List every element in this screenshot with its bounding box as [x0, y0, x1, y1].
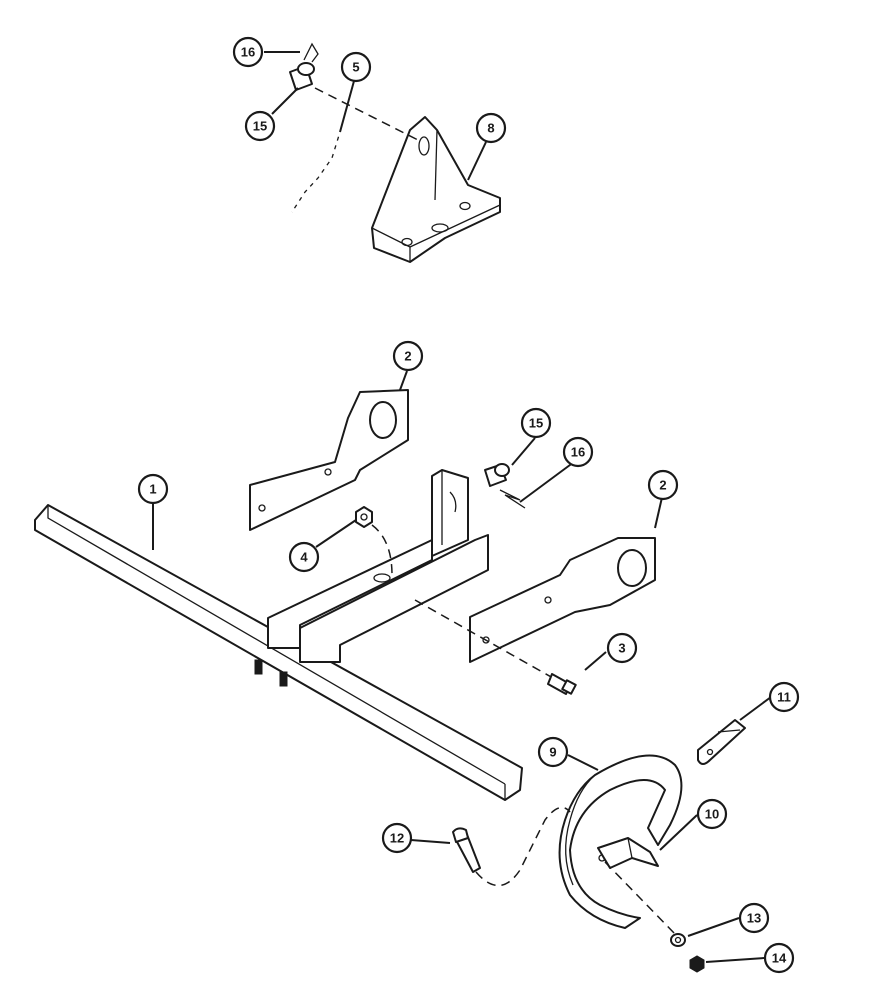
bolt-alignment-path [414, 599, 561, 683]
svg-text:3: 3 [618, 641, 625, 656]
callout-2-upper: 2 [392, 340, 424, 372]
callout-1: 1 [137, 473, 169, 505]
chain-part-5 [290, 131, 342, 213]
svg-text:13: 13 [747, 911, 761, 926]
washer-nut-path [604, 861, 677, 936]
hair-clip-part-16-middle [499, 489, 526, 509]
callout-2-lower: 2 [647, 469, 679, 501]
nut-part-4 [355, 506, 373, 528]
callout-16-middle: 16 [562, 436, 594, 468]
callout-15-middle: 15 [520, 407, 552, 439]
callout-13: 13 [738, 902, 770, 934]
svg-text:9: 9 [549, 745, 556, 760]
link-plate-part-2-upper [249, 389, 409, 531]
svg-text:8: 8 [487, 121, 494, 136]
svg-text:10: 10 [705, 807, 719, 822]
frame-tube-part-1 [34, 504, 523, 801]
callout-14: 14 [763, 942, 795, 974]
svg-text:16: 16 [571, 445, 585, 460]
svg-text:16: 16 [241, 45, 255, 60]
svg-text:11: 11 [777, 690, 791, 705]
svg-text:15: 15 [253, 119, 267, 134]
link-plate-part-2-lower [469, 537, 656, 663]
svg-text:4: 4 [300, 550, 308, 565]
callout-16-top: 16 [232, 36, 264, 68]
callout-12: 12 [381, 822, 413, 854]
callout-11: 11 [768, 681, 800, 713]
callout-10: 10 [696, 798, 728, 830]
svg-text:12: 12 [390, 831, 404, 846]
nut-part-14 [689, 955, 705, 973]
bolt-part-3 [547, 673, 577, 695]
svg-text:1: 1 [149, 482, 156, 497]
callout-8: 8 [475, 112, 507, 144]
nut-to-frame-path [371, 524, 393, 576]
washer-part-13 [670, 933, 686, 947]
svg-text:15: 15 [529, 416, 543, 431]
callout-15-top: 15 [244, 110, 276, 142]
pin-to-bracket-path [314, 87, 419, 141]
hair-clip-part-16-top [303, 42, 319, 63]
plow-bolt-part-12 [452, 827, 481, 873]
svg-text:14: 14 [772, 951, 787, 966]
clevis-pin-part-15-top [289, 62, 315, 91]
sweep-tip-part-11 [697, 719, 746, 765]
svg-text:2: 2 [404, 349, 411, 364]
clevis-pin-part-15-middle [484, 463, 510, 487]
callout-4: 4 [288, 541, 320, 573]
plow-bolt-path [475, 806, 571, 887]
svg-text:2: 2 [659, 478, 666, 493]
svg-text:5: 5 [352, 60, 359, 75]
callout-9: 9 [537, 736, 569, 768]
callout-5: 5 [340, 51, 372, 83]
callout-3: 3 [606, 632, 638, 664]
hitch-bracket-part-8 [371, 116, 501, 263]
